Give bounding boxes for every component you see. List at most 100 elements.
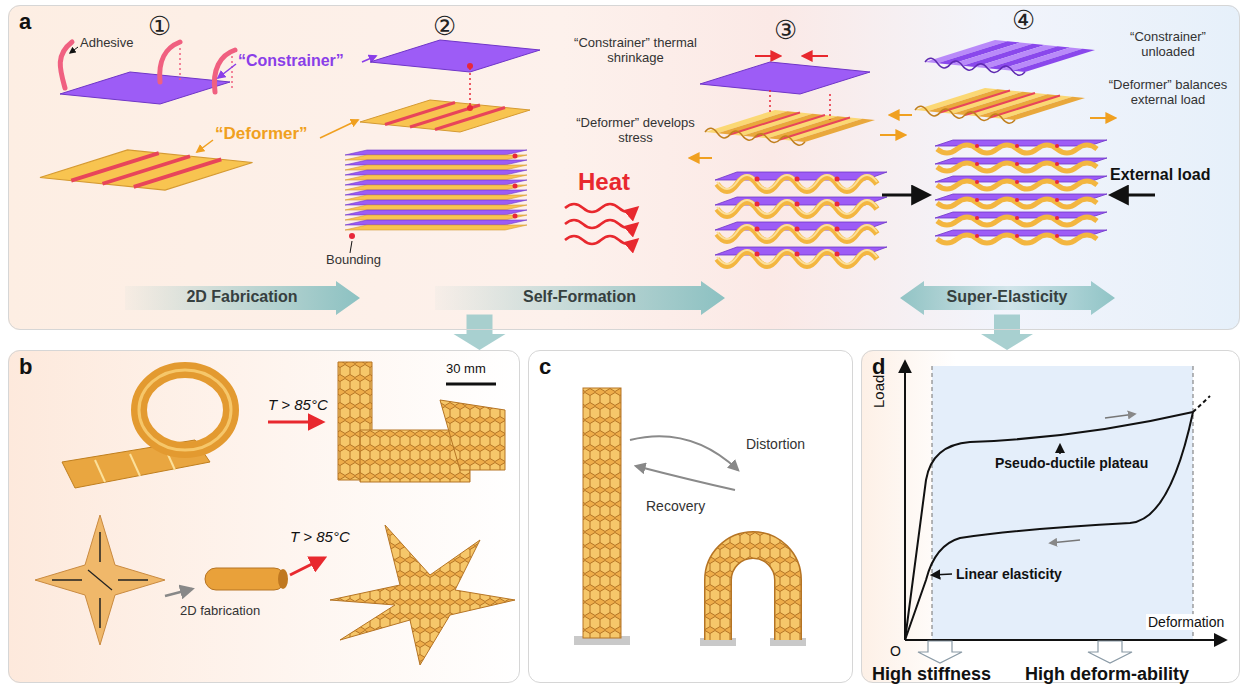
band-arrow-shape [435, 281, 725, 315]
load-deformation-chart [1088, 641, 1132, 663]
formed-samples-photo [205, 568, 285, 590]
step-three-forming [715, 222, 887, 241]
distortion-photo [718, 545, 788, 640]
step-two-stack [345, 180, 527, 190]
load-deformation-chart [931, 366, 932, 640]
step-number: ④ [1012, 6, 1035, 36]
formed-samples-photo [165, 589, 192, 596]
load-deformation-chart [1193, 396, 1210, 412]
step-two-stack [345, 150, 527, 160]
step-number: ① [148, 12, 171, 42]
step-two-stack [345, 190, 527, 200]
band-label: 2D Fabrication [186, 287, 297, 307]
motion-label: Distortion [746, 436, 805, 452]
step-four-loaded [890, 114, 912, 116]
curve-label: Pseudo-ductile plateau [995, 455, 1148, 471]
step-one-sheets [40, 42, 376, 190]
step-two-stack [469, 68, 471, 106]
step-two-stack [467, 105, 473, 111]
step-one-sheets [218, 64, 236, 78]
part-label: “Deformer” [215, 124, 308, 144]
load-deformation-chart [1105, 414, 1135, 418]
figure-panel: c [528, 350, 853, 683]
formed-samples-photo [139, 370, 231, 450]
step-one-sheets [179, 48, 181, 82]
step-four-loaded [935, 230, 1107, 243]
temperature-label: T > 85°C [290, 528, 350, 545]
step-four-loaded [925, 40, 1095, 75]
step-band-arrow: 2D Fabrication [125, 281, 360, 315]
step-two-stack [349, 233, 355, 239]
load-deformation-chart [905, 412, 1193, 640]
step-band-arrow: Super-Elasticity [900, 281, 1115, 315]
step-two-stack [345, 220, 527, 230]
formed-samples-photo [99, 598, 101, 628]
step-two-stack [513, 154, 518, 159]
process-note: “Deformer” balances external load [1098, 78, 1238, 108]
step-two-stack [345, 40, 540, 253]
property-label: High stiffness [872, 664, 991, 685]
step-three-forming [565, 220, 637, 228]
scale-label: 30 mm [446, 362, 486, 377]
temperature-label: T > 85°C [268, 396, 328, 413]
step-four-loaded [915, 88, 1085, 123]
process-note: “Constrainer” unloaded [1108, 30, 1228, 60]
formed-samples-photo [52, 579, 82, 581]
step-three-forming [565, 204, 637, 212]
step-three-forming [803, 55, 828, 57]
panel-letter: c [539, 354, 551, 379]
formed-samples-photo [290, 558, 324, 575]
flow-arrow [981, 315, 1033, 351]
step-two-stack [345, 200, 527, 210]
process-note: “Deformer” develops stress [573, 116, 698, 146]
band-arrow-shape [125, 281, 360, 315]
load-deformation-chart [1192, 366, 1193, 640]
step-three-forming [769, 90, 771, 114]
step-four-loaded [882, 194, 928, 197]
step-four-loaded [935, 158, 1107, 171]
step-one-sheets [60, 42, 72, 88]
formed-samples-photo [88, 570, 112, 590]
axis-label: Deformation [1146, 614, 1226, 630]
band-arrow-shape [900, 281, 1115, 315]
formed-samples-photo [118, 579, 148, 581]
formed-samples-photo [99, 532, 101, 562]
step-band-arrow: Self-Formation [435, 281, 725, 315]
load-deformation-chart [905, 639, 1225, 641]
load-deformation-chart [905, 412, 1193, 640]
step-three-forming [700, 62, 870, 94]
panel-letter: a [19, 9, 31, 34]
formed-samples-photo [268, 421, 322, 424]
step-four-loaded [935, 140, 1107, 153]
step-one-sheets [70, 47, 78, 53]
property-label: High deform-ability [1025, 664, 1189, 685]
distortion-photo [718, 545, 788, 640]
step-two-stack [345, 210, 527, 220]
flow-arrow [454, 315, 506, 351]
process-note: “Constrainer” thermal shrinkage [573, 36, 698, 66]
formed-samples-photo [278, 569, 288, 589]
load-label: External load [1110, 166, 1210, 184]
step-two-stack [513, 214, 518, 219]
panel-ground [861, 350, 1240, 683]
part-label: “Constrainer” [238, 52, 344, 70]
formed-samples-photo [440, 400, 505, 470]
step-four-loaded [935, 212, 1107, 225]
step-one-sheets [214, 50, 235, 92]
load-deformation-chart [932, 366, 1193, 640]
distortion-photo [636, 466, 735, 490]
step-three-forming [755, 55, 780, 57]
formed-samples-photo [35, 515, 165, 645]
axis-origin: O [890, 643, 901, 659]
process-note: 2D fabrication [180, 604, 260, 619]
step-three-forming [705, 110, 875, 145]
formed-samples-photo [35, 362, 515, 665]
step-four-loaded [935, 176, 1107, 189]
formed-samples-photo [130, 454, 140, 476]
distortion-photo [630, 436, 738, 470]
step-number: ② [433, 12, 456, 42]
panel-ground [528, 350, 853, 683]
step-two-stack [370, 40, 540, 72]
formed-samples-photo [330, 525, 515, 665]
